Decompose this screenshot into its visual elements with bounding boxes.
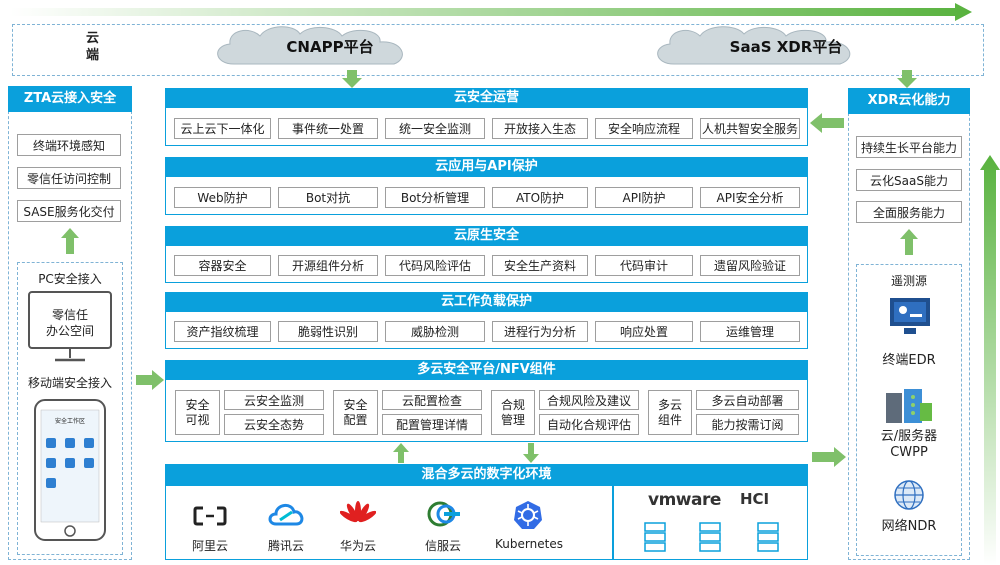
- phone-screen-title: 安全工作区: [54, 418, 85, 425]
- api-item-bot-analysis: Bot分析管理: [385, 187, 485, 208]
- ops-item-response-flow: 安全响应流程: [595, 118, 693, 139]
- kubernetes-logo-icon: [514, 501, 542, 529]
- api-item-bot-defense: Bot对抗: [278, 187, 378, 208]
- ops-item-unified-cloud: 云上云下一体化: [174, 118, 271, 139]
- mobile-access-label: 移动端安全接入: [27, 376, 112, 390]
- group-item-config-check: 云配置检查: [382, 390, 482, 410]
- server-cwpp-icon: [886, 389, 932, 423]
- source-endpoint-edr-label: 终端EDR: [882, 353, 936, 368]
- hci-label: HCI: [740, 490, 770, 508]
- native-item-container: 容器安全: [174, 255, 271, 276]
- phone-icon: [34, 399, 106, 541]
- ops-item-open-ecosystem: 开放接入生态: [492, 118, 588, 139]
- network-ndr-icon: [894, 480, 924, 510]
- arrow-hybrid-to-xdr: [812, 447, 846, 467]
- xdr-item-growing-platform: 持续生长平台能力: [856, 136, 962, 158]
- arrow-multicloud-down: [523, 443, 539, 463]
- native-item-oss-analysis: 开源组件分析: [278, 255, 378, 276]
- arrow-xdr-down: [897, 70, 917, 88]
- group-item-on-demand: 能力按需订阅: [696, 414, 799, 435]
- arrow-cnapp-down: [342, 70, 362, 88]
- native-item-production-material: 安全生产资料: [492, 255, 588, 276]
- api-item-api-protection: API防护: [595, 187, 693, 208]
- aliyun-logo-icon: [193, 506, 227, 526]
- tencent-cloud-logo-icon: [268, 504, 304, 526]
- cloud-label: 云端: [86, 31, 100, 63]
- cloud-native-security-title: 云原生安全: [165, 226, 808, 246]
- zta-up-arrow: [61, 228, 79, 254]
- arrow-hybrid-up: [393, 443, 409, 463]
- native-item-legacy-risk: 遗留风险验证: [700, 255, 800, 276]
- workload-item-threat-detection: 威胁检测: [385, 321, 485, 342]
- workload-protection-title: 云工作负载保护: [165, 292, 808, 312]
- private-cloud-divider: [612, 486, 614, 560]
- workload-item-response: 响应处置: [595, 321, 693, 342]
- zero-trust-office-label: 零信任 办公空间: [45, 308, 94, 338]
- endpoint-edr-icon: [890, 298, 930, 334]
- group-multicloud-component-label: 多云 组件: [648, 390, 692, 435]
- api-item-api-analysis: API安全分析: [700, 187, 800, 208]
- zta-title: ZTA云接入安全: [8, 86, 132, 112]
- provider-aliyun-label: 阿里云: [191, 539, 228, 553]
- server-icon-2: [699, 522, 721, 552]
- zta-item-sase-delivery: SASE服务化交付: [17, 200, 121, 222]
- api-item-web-protection: Web防护: [174, 187, 271, 208]
- provider-kubernetes-label: Kubernetes: [495, 537, 563, 551]
- native-item-code-audit: 代码审计: [595, 255, 693, 276]
- cloud-band: [12, 24, 984, 76]
- workload-item-ops-management: 运维管理: [700, 321, 800, 342]
- cloud-security-ops-title: 云安全运营: [165, 88, 808, 108]
- telemetry-label: 遥测源: [890, 274, 927, 288]
- group-compliance-label: 合规 管理: [491, 390, 535, 435]
- huawei-cloud-logo-icon: [340, 501, 376, 523]
- xdr-title: XDR云化能力: [848, 88, 970, 114]
- workload-item-process-behavior: 进程行为分析: [492, 321, 588, 342]
- xdr-up-arrow: [900, 229, 918, 255]
- api-item-ato-protection: ATO防护: [492, 187, 588, 208]
- pc-access-label: PC安全接入: [38, 272, 102, 286]
- source-network-ndr-label: 网络NDR: [881, 519, 937, 534]
- zta-item-zero-trust-access: 零信任访问控制: [17, 167, 121, 189]
- ops-item-human-ai-service: 人机共智安全服务: [700, 118, 800, 139]
- cnapp-cloud-shape: [217, 26, 403, 65]
- workload-item-vulnerability: 脆弱性识别: [278, 321, 378, 342]
- provider-huawei-label: 华为云: [339, 539, 376, 553]
- vmware-label: vmware: [648, 490, 721, 510]
- group-item-config-details: 配置管理详情: [382, 414, 482, 435]
- provider-sangfor-label: 信服云: [424, 539, 461, 553]
- telemetry-area: [856, 264, 962, 556]
- group-security-visibility-label: 安全 可视: [175, 390, 220, 435]
- server-icon-1: [644, 522, 666, 552]
- xdr-item-saas: 云化SaaS能力: [856, 169, 962, 191]
- group-security-config-label: 安全 配置: [333, 390, 378, 435]
- server-icon-3: [757, 522, 779, 552]
- cnapp-platform-label: CNAPP平台: [286, 38, 374, 56]
- native-item-code-risk: 代码风险评估: [385, 255, 485, 276]
- group-item-compliance-risk: 合规风险及建议: [539, 390, 639, 410]
- app-api-protection-title: 云应用与API保护: [165, 157, 808, 177]
- workload-item-asset-fingerprint: 资产指纹梳理: [174, 321, 271, 342]
- arrow-xdr-to-ops: [810, 113, 844, 133]
- group-item-auto-compliance: 自动化合规评估: [539, 414, 639, 435]
- xdr-item-full-service: 全面服务能力: [856, 201, 962, 223]
- zta-endpoint-area: [17, 262, 123, 555]
- ops-item-event-handling: 事件统一处置: [278, 118, 378, 139]
- source-server-cwpp-label: 云/服务器 CWPP: [880, 429, 938, 460]
- saas-xdr-cloud-shape: [657, 26, 851, 65]
- hybrid-environment-title: 混合多云的数字化环境: [165, 464, 808, 486]
- ops-item-unified-monitoring: 统一安全监测: [385, 118, 485, 139]
- arrow-zta-to-multicloud: [136, 370, 164, 390]
- monitor-icon: [28, 291, 112, 362]
- top-flow-arrow: [10, 3, 972, 21]
- provider-tencent-label: 腾讯云: [267, 539, 304, 553]
- sangfor-cloud-logo-icon: [427, 501, 460, 527]
- saas-xdr-platform-label: SaaS XDR平台: [729, 38, 843, 56]
- group-item-cloud-monitoring: 云安全监测: [224, 390, 324, 410]
- zta-item-terminal-env: 终端环境感知: [17, 134, 121, 156]
- group-item-auto-deploy: 多云自动部署: [696, 390, 799, 410]
- right-flow-arrow: [980, 155, 1000, 565]
- group-item-cloud-posture: 云安全态势: [224, 414, 324, 435]
- multicloud-platform-title: 多云安全平台/NFV组件: [165, 360, 808, 380]
